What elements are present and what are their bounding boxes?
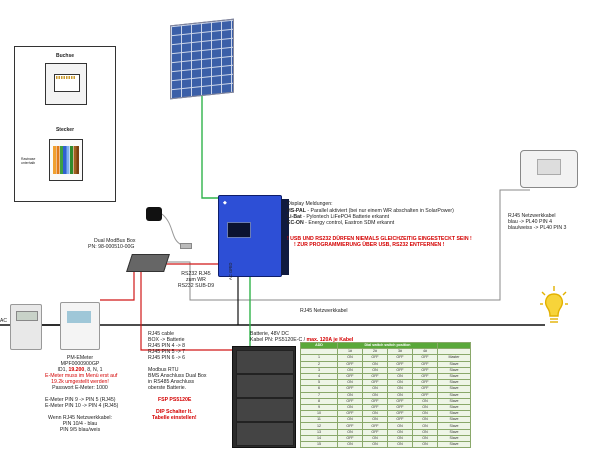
inverter-screen [227,222,251,238]
pm-line9: Wenn RJ45 Netzwerkkabel: [48,415,112,421]
inverter-logo-icon: ◆ [223,200,227,206]
pm-line1: PM-EMeter [66,355,94,361]
display-notes-title: Display Meldungen: [287,201,333,207]
table-cell: ON [337,440,363,449]
rs232-line1: RS232 RJ45 [181,271,211,277]
battery-line2: Kabel PN: PS5120E-C / max. 120A je Kabel [250,337,354,343]
remote-line2: blau -> PL40 PIN 4 [508,219,552,225]
inverter-icon: ◆ [218,195,289,277]
dual-modbus-line2: PN: 98-000510-00G [88,244,135,250]
pm-line7: E-Meter PIN 9 -> PIN 5 (RJ45) [45,397,116,403]
rjc-line5: RJ45 PIN 6 -> 6 [148,355,186,361]
pm-line11: PIN 9/5 blau/weis [59,427,101,433]
rjc-line9: oberste Batterie. [148,385,187,391]
remote-line3: blau/weiss -> PL40 PIN 3 [508,225,567,231]
battery-line1: Batterie, 48V DC [250,331,289,337]
pm-line3: ID1, 19.200, 8, N, 1 [57,367,103,373]
solar-panel-icon [170,18,234,100]
pm-line8: E-Meter PIN 10 -> PIN 4 (RJ45) [45,403,119,409]
ac-label: AC [0,318,7,324]
pv-cable [201,96,228,199]
dual-modbus-box-icon [126,254,170,272]
table-cell: ON [362,440,388,449]
rjc-line11: DIP Schalter lt. [156,409,193,415]
table-cell: 15 [300,440,338,449]
remote-line1: RJ45 Netzwerkkabel [508,213,556,219]
rjc-line10: FSP PS5120E [158,397,192,403]
usb-plug-icon [180,243,192,249]
usb-cable [161,213,183,246]
pm-line5: 19.2k umgestellt werden! [51,379,109,385]
li-bat-note: Li-Bat - Pylontech LiFePO4 Batterie erka… [287,214,390,220]
rj45-pinout-box: Buchse Stecker Rastnase unterhalb [14,46,116,202]
rs232-line2: zum WR [186,277,206,283]
red-cable-battery [140,270,232,351]
rjc-line8: in RS485 Anschluss [148,379,195,385]
light-bulb-icon [540,286,568,323]
remote-display-icon [520,150,578,188]
stecker-title: Stecker [55,127,75,133]
table-cell: Slave [437,440,471,449]
red-cable-meter [100,270,135,301]
hs-pal-note: HS-PAL - Parallel aktiviert (bei nur ein… [287,208,454,214]
battery-rack-icon [232,346,296,448]
stecker-note: Rastnase unterhalb [21,157,36,165]
dip-switch-table: ADD Dial switch switch position 1# 2# 3#… [300,341,471,449]
rjc-line3: RJ45 PIN 4 -> 8 [148,343,186,349]
rjc-line12: Tabelle einstellen! [152,415,197,421]
buchse-title: Buchse [55,53,75,59]
rjc-line1: RJ45 cable [148,331,174,337]
ac-grid-label: AC GRID [228,262,233,280]
rjc-line6: Modbus RTU [148,367,179,373]
table-cell: ON [387,440,413,449]
pm-line10: PIN 10/4 - blau [62,421,98,427]
rjc-line2: BOX -> Batterie [148,337,185,343]
energy-meter-icon [10,304,42,350]
rj45-plug-icon [49,139,83,181]
battery-module-icon [236,374,294,398]
dual-modbus-line1: Dual ModBus Box [94,238,136,244]
pm-emeter-icon [60,302,100,350]
battery-module-icon [236,398,294,422]
ec-on-note: EC-ON - Energy control, Eastron SDM erka… [287,220,395,226]
rjc-line7: BMS Anschluss Dual Box [148,373,207,379]
warning-line1: ! USB UND RS232 DÜRFEN NIEMALS GLEICHZEI… [287,236,472,242]
rjc-line4: RJ45 PIN 5 -> 7 [148,349,186,355]
battery-module-icon [236,422,294,446]
pm-line2: MPF0000900GP [60,361,100,367]
table-cell: ON [412,440,438,449]
battery-module-icon [236,350,294,374]
usb-charger-icon [146,207,162,221]
network-cable-remote [160,189,530,301]
network-cable-label: RJ45 Netzwerkkabel [300,308,348,314]
rs232-line3: RS232 SUB-D9 [177,283,215,289]
warning-line2: ! ZUR PROGRAMMIERUNG ÜBER USB, RS232 ENT… [294,242,445,248]
rj45-socket-icon [45,63,87,105]
pm-line4: E-Meter muss im Menü erst auf [45,373,118,379]
pm-line6: Passwort E-Meter: 1000 [52,385,108,391]
